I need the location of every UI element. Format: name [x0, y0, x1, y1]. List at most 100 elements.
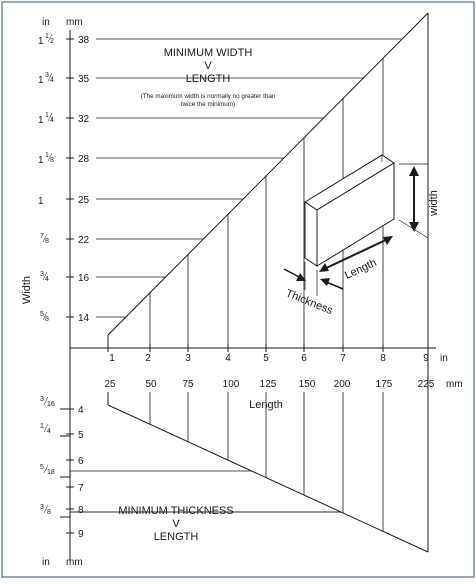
x-tick-in: 2 [145, 353, 151, 364]
x-tick-in: 6 [301, 353, 307, 364]
thickness-in-row: 316 [40, 396, 70, 410]
upper-title-line2: V [204, 60, 212, 72]
unit-mm-top: mm [66, 17, 83, 28]
block-end-face [304, 201, 318, 267]
width-in-whole: 1 [38, 155, 44, 166]
x-tick-mm: 75 [182, 379, 194, 390]
x-tick-in: 4 [225, 353, 231, 364]
width-in-denominator: 4 [50, 117, 54, 124]
width-in-numerator: 1 [45, 152, 49, 159]
thickness-mm-row: 7 [66, 483, 84, 494]
thickness-mm-label: 6 [78, 456, 84, 467]
width-in-numerator: 3 [40, 271, 44, 278]
fraction-slash [42, 271, 48, 281]
fraction-slash [43, 464, 49, 474]
width-mm-label: 35 [78, 74, 90, 85]
thickness-mm-label: 4 [78, 405, 84, 416]
unit-in-bottom: in [42, 557, 50, 568]
x-unit-in: in [440, 353, 448, 364]
width-in-denominator: 8 [50, 157, 54, 164]
fraction-slash [43, 423, 49, 433]
width-axis-label: Width [21, 276, 33, 304]
unit-mm-bottom: mm [66, 557, 83, 568]
x-tick-mm: 150 [299, 379, 316, 390]
width-mm-label: 32 [78, 114, 90, 125]
thickness-mm-label: 8 [78, 505, 84, 516]
upper-title-line3: LENGTH [186, 73, 231, 85]
thickness-mm-label: 7 [78, 483, 84, 494]
thickness-mm-label: 5 [78, 430, 84, 441]
thickness-in-row: 38 [40, 504, 341, 518]
width-in-whole: 1 [38, 196, 44, 207]
thickness-in-row: 518 [40, 464, 252, 478]
thickness-in-denominator: 4 [47, 428, 51, 435]
x-tick-in: 8 [380, 353, 386, 364]
width-in-numerator: 1 [45, 112, 49, 119]
x-tick-mm: 125 [260, 379, 277, 390]
thickness-in-numerator: 5 [40, 464, 44, 471]
width-row: 25 1 [38, 195, 244, 207]
thickness-mm-row: 4 [66, 405, 84, 416]
thickness-arrowhead-left [296, 273, 306, 281]
length-arrowhead [383, 236, 393, 245]
length-arrowhead-back [319, 263, 329, 272]
timber-block-illustration: width Length Thickness [283, 154, 440, 317]
fraction-slash [42, 233, 48, 243]
thickness-in-numerator: 1 [40, 423, 44, 430]
lower-title-line1: MINIMUM THICKNESS [118, 505, 233, 517]
x-tick-mm: 100 [223, 379, 240, 390]
fraction-slash [43, 396, 49, 406]
unit-in-top: in [42, 17, 50, 28]
width-in-whole: 1 [38, 75, 44, 86]
block-side-face [316, 162, 395, 267]
thickness-in-row: 14 [40, 423, 341, 513]
x-tick-mm: 225 [418, 379, 435, 390]
width-in-denominator: 2 [50, 38, 54, 45]
width-in-denominator: 8 [45, 316, 49, 323]
x-tick-mm: 25 [104, 379, 116, 390]
width-mm-label: 25 [78, 195, 90, 206]
width-in-whole: 1 [38, 36, 44, 47]
width-in-numerator: 1 [45, 33, 49, 40]
length-arrow [321, 237, 391, 271]
lower-diagonal [107, 404, 429, 553]
x-unit-mm: mm [446, 379, 463, 390]
x-tick-mm: 50 [145, 379, 157, 390]
width-mm-label: 16 [78, 273, 90, 284]
width-arrowhead-up [409, 166, 419, 176]
width-mm-label: 14 [78, 313, 90, 324]
thickness-in-numerator: 3 [40, 396, 44, 403]
thickness-mm-row: 9 [66, 529, 84, 540]
width-in-denominator: 4 [45, 276, 49, 283]
x-tick-mm: 200 [334, 379, 351, 390]
upper-note-line2: twice the minimum) [181, 101, 235, 108]
fraction-slash [47, 72, 53, 82]
fraction-slash [47, 112, 53, 122]
thickness-in-denominator: 16 [47, 401, 55, 408]
width-mm-label: 22 [78, 235, 90, 246]
x-tick-in: 9 [423, 353, 429, 364]
width-in-numerator: 7 [40, 233, 44, 240]
width-mm-label: 28 [78, 154, 90, 165]
width-arrowhead-down [409, 222, 419, 232]
length-gridlines [149, 58, 384, 532]
width-in-numerator: 3 [45, 72, 49, 79]
thickness-mm-row: 6 [66, 456, 84, 467]
thickness-mm-row: 5 [66, 430, 84, 441]
x-tick-in: 1 [109, 353, 115, 364]
thickness-in-denominator: 8 [47, 509, 51, 516]
upper-diagonal [107, 12, 429, 336]
width-in-whole: 1 [38, 115, 44, 126]
